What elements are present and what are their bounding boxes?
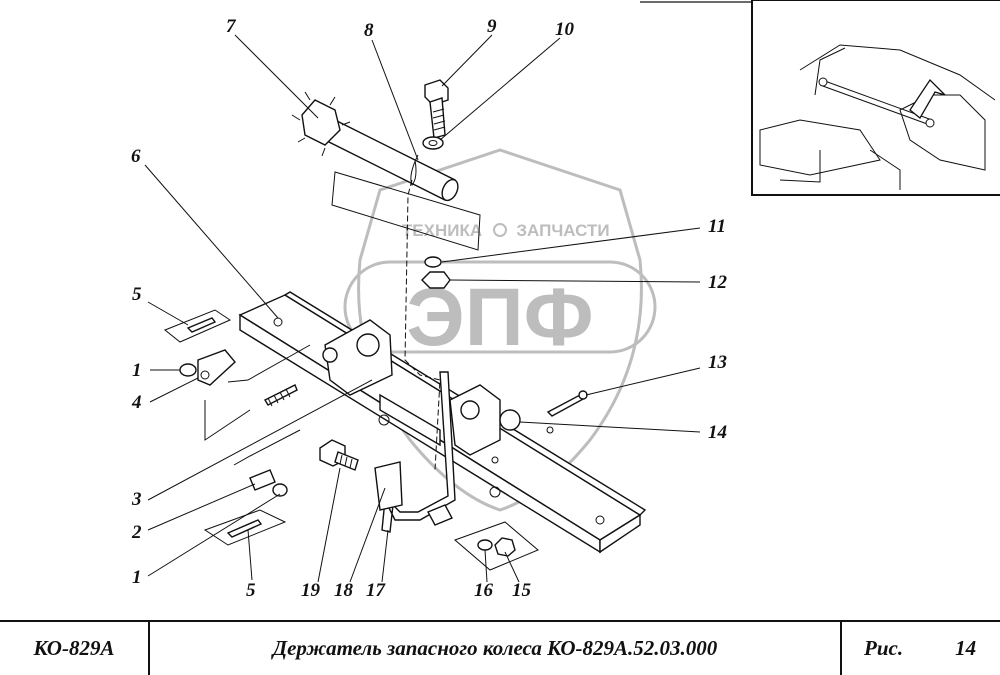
spring-washer-11 — [424, 256, 442, 268]
callout-14: 14 — [708, 422, 727, 443]
pin-2 — [249, 469, 276, 491]
callout-1-top: 1 — [132, 360, 142, 381]
callout-numbers: 7 8 9 10 6 11 12 5 13 1 4 14 3 2 1 5 19 … — [131, 16, 728, 601]
callout-12: 12 — [708, 272, 728, 293]
watermark-badge — [343, 260, 657, 354]
model-code: КО-829А — [0, 622, 150, 675]
watermark-slogan-right: ЗАПЧАСТИ — [516, 221, 609, 240]
washer-14 — [499, 409, 521, 431]
callout-7: 7 — [226, 16, 237, 37]
callout-5-top: 5 — [132, 284, 142, 305]
bolt-9 — [424, 79, 449, 139]
washer-10 — [422, 136, 444, 150]
pin-8-path — [404, 179, 441, 471]
callout-9: 9 — [487, 16, 497, 37]
callout-3: 3 — [131, 489, 142, 510]
location-inset — [751, 0, 1000, 196]
nut-washer-group — [454, 521, 539, 571]
callout-1-bottom: 1 — [132, 567, 142, 588]
exploded-assembly-drawing: ЭПФ ТЕХНИКА ЗАПЧАСТИ — [131, 0, 1000, 601]
figure-label: Рис. — [864, 636, 904, 660]
figure-number: 14 — [955, 636, 977, 660]
callout-10: 10 — [555, 19, 575, 40]
callout-19: 19 — [301, 580, 321, 601]
callout-4: 4 — [131, 392, 142, 413]
callout-15: 15 — [512, 580, 532, 601]
cotter-pin-13 — [546, 394, 587, 417]
cotter-pin-5-top — [186, 317, 217, 333]
callout-6: 6 — [131, 146, 141, 167]
callout-2: 2 — [131, 522, 142, 543]
bolt-19 — [319, 439, 359, 471]
mount-brackets — [322, 319, 521, 498]
washer-1-top — [179, 363, 197, 377]
title-block: КО-829А Держатель запасного колеса КО-82… — [0, 620, 1000, 675]
callout-11: 11 — [708, 216, 726, 237]
callout-16: 16 — [474, 580, 494, 601]
drawing-title: Держатель запасного колеса КО-829А.52.03… — [150, 622, 842, 675]
watermark-slogan-left: ТЕХНИКА — [402, 221, 482, 240]
callout-18: 18 — [334, 580, 354, 601]
callout-5-bottom: 5 — [246, 580, 256, 601]
cotter-pin-5-bottom — [226, 519, 263, 538]
callout-17: 17 — [366, 580, 387, 601]
callout-8: 8 — [364, 20, 374, 41]
callout-13: 13 — [708, 352, 727, 373]
left-small-parts — [164, 309, 311, 546]
figure-reference: Рис. 14 — [842, 622, 1000, 675]
handle-rod-17 — [381, 371, 456, 533]
latch-4 — [197, 349, 236, 386]
leader-lines — [144, 34, 701, 583]
gear-icon — [493, 223, 507, 237]
washer-1-bottom — [272, 483, 288, 497]
